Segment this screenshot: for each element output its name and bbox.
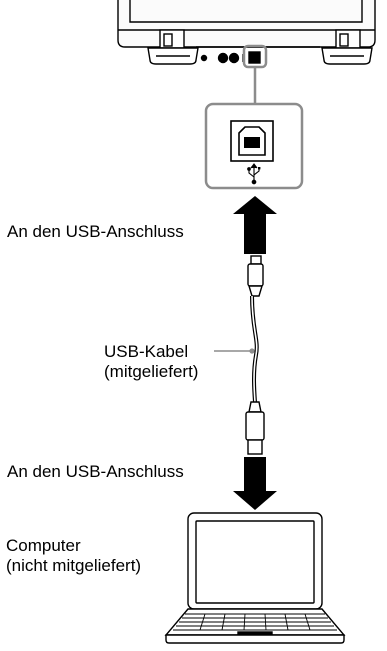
laptop-computer xyxy=(164,512,346,644)
usb-cable-label-line2: (mitgeliefert) xyxy=(104,362,199,381)
arrow-up-icon xyxy=(233,196,277,254)
usb-cable xyxy=(245,255,265,455)
rear-panel-jacks xyxy=(200,51,261,64)
left-foot xyxy=(147,29,199,65)
usb-cable-label-line1: USB-Kabel xyxy=(104,342,189,361)
computer-label-line1: Computer xyxy=(6,536,81,555)
usb-port-callout xyxy=(204,102,304,190)
usb-port-label-bottom: An den USB-Anschluss xyxy=(7,462,184,481)
turntable-device xyxy=(117,0,376,65)
computer-label: Computer (nicht mitgeliefert) xyxy=(6,536,141,576)
cable-leader-dot xyxy=(249,348,255,354)
arrow-down-icon xyxy=(233,457,277,510)
right-foot xyxy=(321,29,373,65)
usb-cable-label: USB-Kabel (mitgeliefert) xyxy=(104,342,198,382)
usb-port-label-top: An den USB-Anschluss xyxy=(7,222,184,241)
computer-label-line2: (nicht mitgeliefert) xyxy=(6,556,142,575)
usb-symbol-icon xyxy=(247,163,261,185)
